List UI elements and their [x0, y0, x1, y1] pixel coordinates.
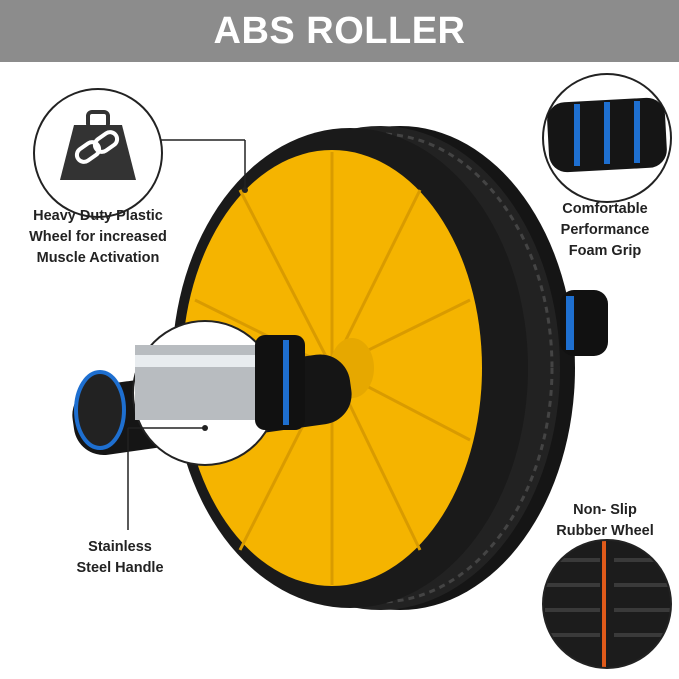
weight-chain-icon	[33, 88, 248, 218]
steel-handle-magnifier	[127, 320, 305, 530]
title-banner: ABS ROLLER	[0, 0, 679, 62]
label-line: Comfortable	[562, 201, 648, 217]
label-line: Heavy Duty Plastic	[33, 208, 163, 224]
feature-label-rubber-wheel: Non- Slip Rubber Wheel	[530, 500, 679, 542]
label-line: Stainless	[88, 539, 152, 555]
feature-label-foam-grip: Comfortable Performance Foam Grip	[530, 199, 679, 262]
foam-grip-icon	[542, 73, 672, 203]
label-line: Performance	[560, 222, 650, 238]
rubber-wheel-icon	[542, 539, 672, 669]
label-line: Foam Grip	[568, 243, 642, 259]
label-line: Steel Handle	[76, 560, 164, 576]
feature-label-plastic-wheel: Heavy Duty Plastic Wheel for increased M…	[8, 206, 188, 269]
feature-label-steel-handle: Stainless Steel Handle	[50, 537, 190, 579]
right-handle	[560, 290, 608, 356]
page-title: ABS ROLLER	[213, 9, 466, 52]
label-line: Non- Slip	[573, 502, 637, 518]
label-line: Rubber Wheel	[556, 523, 654, 539]
label-line: Muscle Activation	[36, 250, 160, 266]
label-line: Wheel for increased	[29, 229, 167, 245]
